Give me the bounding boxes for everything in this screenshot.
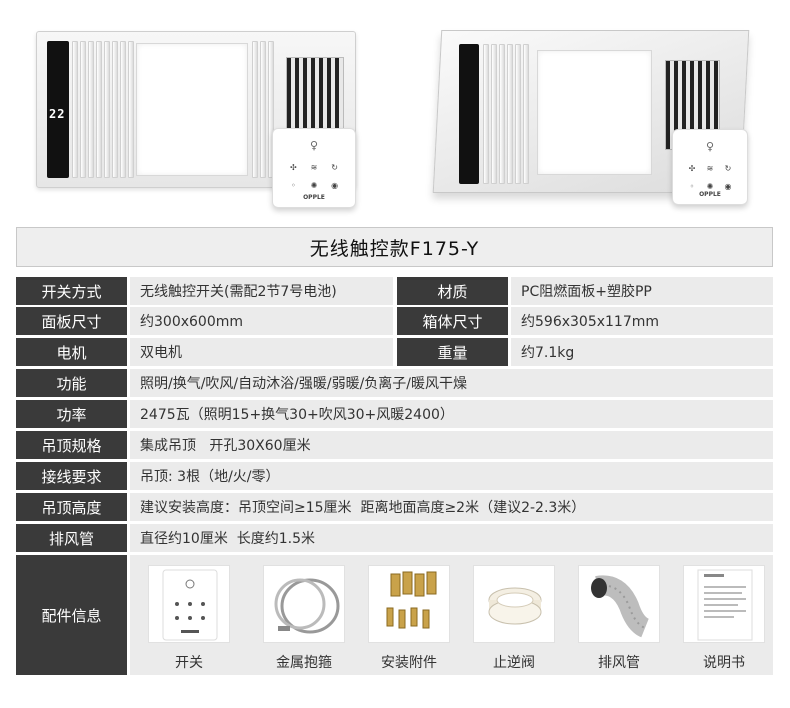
spec-row: 功能 照明/换气/吹风/自动沐浴/强暖/弱暖/负离子/暖风干燥 — [16, 369, 773, 397]
accessory-item: 说明书 — [683, 565, 765, 672]
spec-value: 约300x600mm — [130, 307, 393, 335]
spec-label: 功率 — [16, 400, 127, 428]
spec-row: 吊顶高度 建议安装高度：吊顶空间≥15厘米 距离地面高度≥2米（建议2-2.3米… — [16, 493, 773, 521]
spec-value: PC阻燃面板+塑胶PP — [511, 277, 773, 305]
left-fins — [72, 41, 134, 178]
right-fins — [252, 41, 274, 178]
remote-buttons: ✣≋↻◦✺◉ — [289, 163, 339, 190]
clamp-icon — [263, 565, 345, 643]
accessory-item: 安装附件 — [368, 565, 450, 672]
accessory-item: 金属抱箍 — [263, 565, 345, 672]
heater-front-image: 22 — [36, 31, 356, 188]
spec-label: 功能 — [16, 369, 127, 397]
spec-value: 直径约10厘米 长度约1.5米 — [130, 524, 773, 552]
bulb-icon: ♀ — [309, 139, 319, 152]
remote-brand: OPPLE — [303, 194, 325, 201]
spec-label: 开关方式 — [16, 277, 127, 305]
accessory-name: 安装附件 — [381, 655, 437, 671]
spec-row: 接线要求 吊顶: 3根（地/火/零） — [16, 462, 773, 490]
accessory-name: 金属抱箍 — [276, 655, 332, 671]
accessory-item: 开关 — [148, 565, 230, 672]
spec-row: 开关方式 无线触控开关(需配2节7号电池) 材质 PC阻燃面板+塑胶PP — [16, 277, 773, 305]
accessories-row: 配件信息 开关 金属抱箍 — [16, 555, 773, 675]
duct-icon — [578, 565, 660, 643]
spec-label: 材质 — [397, 277, 508, 305]
remote-image-2: ♀ ✣≋↻◦✺◉ OPPLE — [672, 129, 748, 205]
spec-row: 功率 2475瓦（照明15+换气30+吹风30+风暖2400） — [16, 400, 773, 428]
product-title: 无线触控款F175-Y — [16, 227, 773, 267]
temperature-display: 22 — [49, 107, 66, 121]
spec-row: 排风管 直径约10厘米 长度约1.5米 — [16, 524, 773, 552]
valve-icon — [473, 565, 555, 643]
angle-light-panel — [537, 50, 652, 175]
spec-value: 集成吊顶 开孔30X60厘米 — [130, 431, 773, 459]
spec-label: 重量 — [397, 338, 508, 366]
spec-row: 吊顶规格 集成吊顶 开孔30X60厘米 — [16, 431, 773, 459]
remote-brand-2: OPPLE — [699, 191, 721, 198]
accessories-label: 配件信息 — [16, 555, 127, 675]
remote-buttons-2: ✣≋↻◦✺◉ — [688, 164, 732, 191]
screws-icon — [368, 565, 450, 643]
spec-label: 吊顶高度 — [16, 493, 127, 521]
accessories-list: 开关 金属抱箍 安装附件 — [130, 555, 773, 675]
spec-row: 电机 双电机 重量 约7.1kg — [16, 338, 773, 366]
control-panel — [47, 41, 69, 178]
accessory-name: 开关 — [175, 655, 203, 671]
accessory-item: 止逆阀 — [473, 565, 555, 672]
accessory-name: 止逆阀 — [493, 655, 535, 671]
spec-value: 约596x305x117mm — [511, 307, 773, 335]
spec-value: 吊顶: 3根（地/火/零） — [130, 462, 773, 490]
spec-row: 面板尺寸 约300x600mm 箱体尺寸 约596x305x117mm — [16, 307, 773, 335]
bulb-icon-2: ♀ — [705, 140, 715, 153]
switch-icon — [148, 565, 230, 643]
accessory-name: 排风管 — [598, 655, 640, 671]
spec-label: 面板尺寸 — [16, 307, 127, 335]
angle-control-panel — [459, 44, 479, 184]
spec-label: 箱体尺寸 — [397, 307, 508, 335]
spec-label: 吊顶规格 — [16, 431, 127, 459]
light-panel — [136, 43, 248, 176]
manual-icon — [683, 565, 765, 643]
spec-value: 照明/换气/吹风/自动沐浴/强暖/弱暖/负离子/暖风干燥 — [130, 369, 773, 397]
spec-value: 双电机 — [130, 338, 393, 366]
accessory-name: 说明书 — [703, 655, 745, 671]
spec-value: 建议安装高度：吊顶空间≥15厘米 距离地面高度≥2米（建议2-2.3米） — [130, 493, 773, 521]
heater-angle-image — [432, 30, 750, 193]
spec-value: 无线触控开关(需配2节7号电池) — [130, 277, 393, 305]
spec-label: 电机 — [16, 338, 127, 366]
spec-label: 接线要求 — [16, 462, 127, 490]
spec-value: 约7.1kg — [511, 338, 773, 366]
accessory-item: 排风管 — [578, 565, 660, 672]
product-hero: 22 ♀ ✣≋↻◦✺◉ OPPLE ♀ ✣≋↻◦✺◉ OPPLE — [0, 0, 790, 222]
remote-image-1: ♀ ✣≋↻◦✺◉ OPPLE — [272, 128, 356, 208]
spec-label: 排风管 — [16, 524, 127, 552]
spec-value: 2475瓦（照明15+换气30+吹风30+风暖2400） — [130, 400, 773, 428]
angle-left-fins — [483, 44, 529, 184]
